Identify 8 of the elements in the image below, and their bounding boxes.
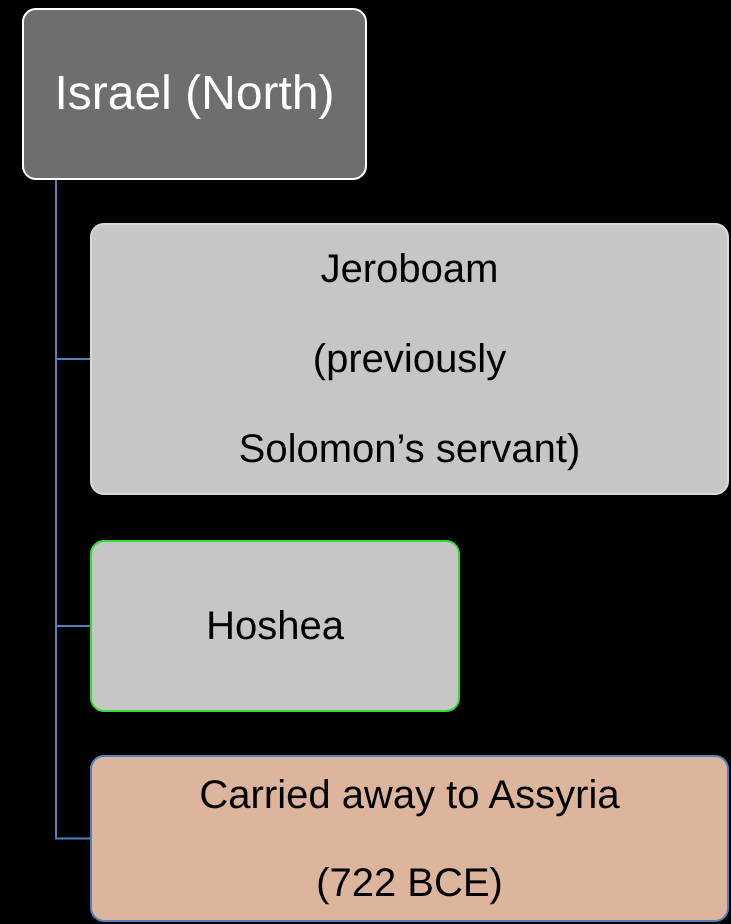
- node-label: Israel (North): [54, 66, 335, 122]
- node-label: Jeroboam (previously Solomon’s servant): [238, 246, 582, 473]
- node-label: Hoshea: [206, 603, 344, 650]
- process-box: [90, 540, 460, 712]
- outcome-box: [90, 755, 729, 922]
- process-box: [90, 223, 729, 495]
- node-label: Carried away to Assyria (722 BCE): [198, 772, 621, 906]
- heading-box: [22, 8, 367, 180]
